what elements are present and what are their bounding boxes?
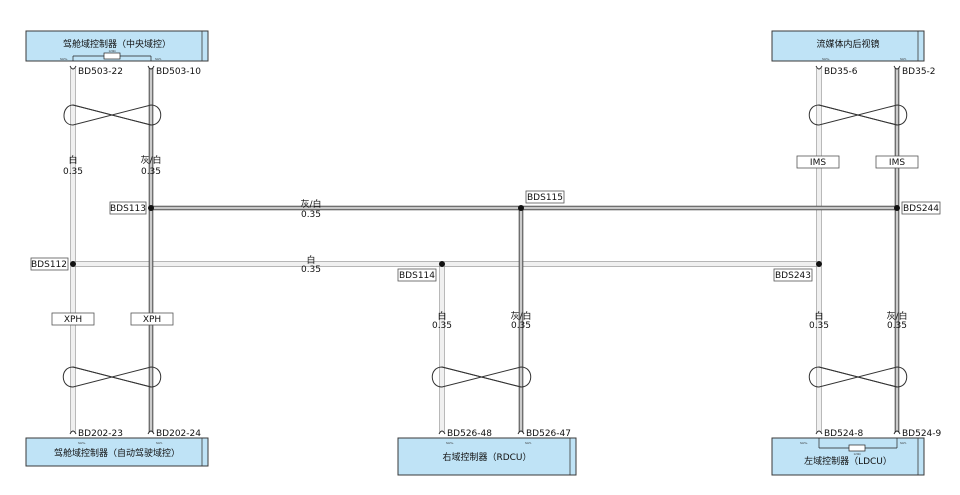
splice-label-bds113: BDS113 [110,204,146,214]
module-bottom-mid[interactable]: 右域控制器（RDCU） SGH+ SGH- [397,437,577,476]
wire-color-label: 灰/白 [300,198,321,210]
module-title-bottom-right: 左域控制器（LDCU） [804,455,892,467]
wire-gauge-label: 0.35 [432,321,452,331]
splice-label-bds114: BDS114 [399,271,435,281]
module-title-top-right: 流媒体内后视镜 [816,38,879,50]
splice-dot [70,261,76,267]
pin-type-label: SGH+ [822,57,830,61]
pin-label-tl-2: BD503-10 [156,67,201,77]
splice-dot [816,261,822,267]
module-title-top-left: 驾舱域控制器（中央域控） [63,38,171,50]
splice-dot [148,205,154,211]
pin-type-label: SGH+ [800,441,808,445]
splice-label-bds112: BDS112 [31,260,67,270]
wire-color-label: 灰/白 [886,310,907,322]
splice-dot [439,261,445,267]
pin-label-bm-1: BD526-48 [447,429,492,439]
module-title-bottom-left: 驾舱域控制器（自动驾驶域控） [54,447,180,459]
wire-gauge-label: 0.35 [301,265,321,275]
pin-type-label: SGH- [900,441,907,445]
wire-gauge-label: 0.35 [63,167,83,177]
pin-type-label: SGH- [900,57,907,61]
pin-label-br-1: BD524-8 [824,429,864,439]
pin-label-tr-2: BD35-2 [902,67,936,77]
wire-color-label: 白 [68,154,77,166]
module-bottom-left[interactable]: 驾舱域控制器（自动驾驶域控） SGH+ SGH- [25,437,209,467]
pin-type-label: SGH- [155,57,162,61]
pin-type-label: SGH- [156,441,163,445]
wire-color-label: 白 [814,310,823,322]
splices: BDS113 BDS115 BDS244 BDS112 BDS114 BDS24… [30,190,941,282]
pin-label-br-2: BD524-9 [902,429,942,439]
module-top-right[interactable]: 流媒体内后视镜 SGH+ SGH- [771,30,925,62]
splice-dot [518,205,524,211]
harness-tag-ims: IMS [889,158,905,168]
pin-label-tl-1: BD503-22 [78,67,123,77]
wire-color-label: 白 [306,254,315,266]
harness-tag-ims: IMS [810,158,826,168]
wire-gauge-label: 0.35 [301,210,321,220]
resistor-label: 120Ω [109,49,116,53]
wires-gray-white [148,68,900,432]
pin-labels: BD503-22 BD503-10 BD35-6 BD35-2 BD202-23… [78,67,942,439]
harness-tag-xph: XPH [64,315,82,325]
wire-gauge-label: 0.35 [511,321,531,331]
pin-label-bm-2: BD526-47 [526,429,571,439]
splice-label-bds243: BDS243 [775,271,811,281]
termination-resistor-bottom: 120Ω SGH+ SGH- [800,438,907,456]
splice-label-bds244: BDS244 [903,204,939,214]
splice-label-bds115: BDS115 [527,193,563,203]
resistor-label: 120Ω [854,452,861,456]
wire-color-label: 白 [437,310,446,322]
wire-gauge-label: 0.35 [141,167,161,177]
wire-color-label: 灰/白 [510,310,531,322]
harness-tag-xph: XPH [143,315,161,325]
pin-type-label: SGH+ [60,57,68,61]
pin-label-bl-2: BD202-24 [156,429,201,439]
pin-markers [69,65,901,435]
wire-color-label: 灰/白 [140,154,161,166]
pin-type-label: SGH- [525,441,532,445]
wire-gauge-label: 0.35 [809,321,829,331]
module-bottom-right[interactable]: 左域控制器（LDCU） [771,437,925,476]
twisted-pair-symbols [62,104,908,388]
splice-dot [894,205,900,211]
wire-labels: 白 0.35 灰/白 0.35 灰/白 0.35 白 0.35 白 0.35 灰… [63,154,908,331]
pin-label-bl-1: BD202-23 [78,429,123,439]
wire-gauge-label: 0.35 [887,321,907,331]
termination-resistor-top: 120Ω SGH+ SGH- [60,49,162,61]
module-title-bottom-mid: 右域控制器（RDCU） [442,451,531,463]
wires-white [70,68,822,432]
pin-type-label: SGH+ [78,441,86,445]
pin-type-label: SGH+ [446,441,454,445]
pin-label-tr-1: BD35-6 [824,67,858,77]
harness-tags: IMS IMS XPH XPH [51,155,919,326]
